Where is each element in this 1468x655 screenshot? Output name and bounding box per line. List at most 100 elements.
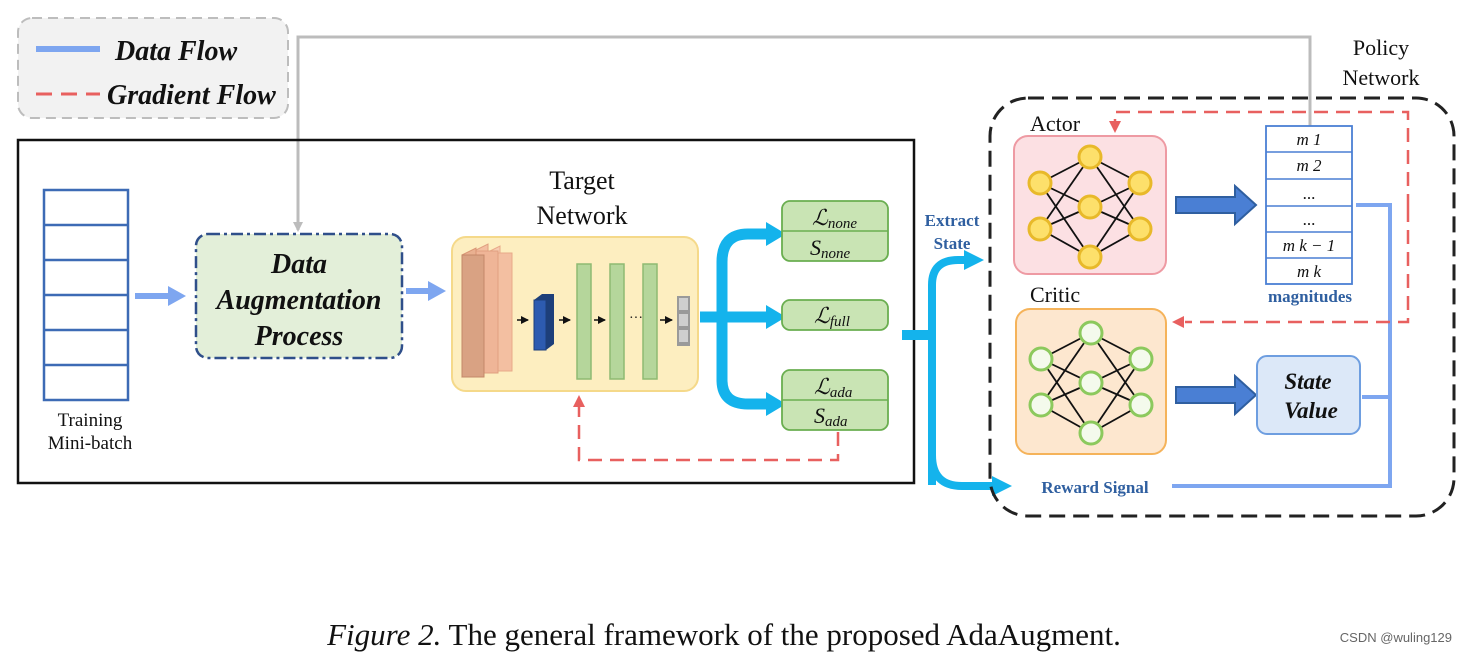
magnitude-cell-5: m k − 1 xyxy=(1283,236,1336,255)
loss-ada-box: ℒada Sada xyxy=(781,369,889,431)
output-layer xyxy=(677,296,690,346)
magnitude-cell-4: ... xyxy=(1303,210,1316,229)
actor-node xyxy=(1027,216,1053,242)
batch-to-aug-arrowhead xyxy=(168,286,186,306)
magnitude-cell-6: m k xyxy=(1297,262,1322,281)
loss-ada-subscript: ada xyxy=(830,385,853,401)
actor-label: Actor xyxy=(1030,111,1081,136)
actor-node xyxy=(1027,170,1053,196)
critic-node xyxy=(1078,320,1104,346)
policy-to-augmentation-line xyxy=(293,35,1312,232)
actor-edge xyxy=(1039,182,1091,258)
mini-batch-stack xyxy=(42,188,130,402)
state-none-symbol: S xyxy=(810,235,821,260)
loss-full-subscript: full xyxy=(830,314,850,330)
caption-label: Figure 2. xyxy=(326,617,441,652)
actor-edge xyxy=(1089,182,1141,258)
policy-network-title-line2: Network xyxy=(1343,65,1420,90)
legend: Data Flow Gradient Flow xyxy=(17,17,289,119)
magnitude-cell-1: m 1 xyxy=(1296,130,1321,149)
svg-text:ℒnone: ℒnone xyxy=(812,205,857,232)
svg-text:Sada: Sada xyxy=(814,403,848,430)
mini-batch-label-line1: Training xyxy=(58,410,123,431)
loss-ada-symbol: ℒ xyxy=(814,374,831,399)
augmentation-box xyxy=(194,232,404,360)
critic-node xyxy=(1128,392,1154,418)
mini-batch-label-line2: Mini-batch xyxy=(48,433,133,454)
actor-node xyxy=(1127,170,1153,196)
actor-node xyxy=(1127,216,1153,242)
critic-node xyxy=(1028,346,1054,372)
critic-edge xyxy=(1040,358,1092,434)
actor-edge xyxy=(1039,156,1091,230)
extract-state-connector xyxy=(902,250,1012,496)
target-network-title-line2: Network xyxy=(537,201,628,230)
gradient-to-critic-arrowhead xyxy=(1172,316,1184,328)
state-ada-subscript: ada xyxy=(825,414,848,430)
state-value-line2: Value xyxy=(1284,398,1338,423)
policy-network-box xyxy=(988,96,1456,518)
actor-to-magnitudes-arrow xyxy=(1175,183,1258,227)
actor-edge xyxy=(1089,156,1141,230)
fc-layer-3 xyxy=(642,263,658,380)
critic-label: Critic xyxy=(1030,282,1080,307)
state-value-line1: State xyxy=(1284,369,1331,394)
gradient-to-actor-line xyxy=(1109,110,1410,208)
critic-node xyxy=(1078,370,1104,396)
aug-to-network-arrowhead xyxy=(428,281,446,301)
pooling-block xyxy=(533,294,554,351)
svg-text:Snone: Snone xyxy=(810,235,851,262)
magnitude-cell-3: ... xyxy=(1303,184,1316,203)
critic-node xyxy=(1028,392,1054,418)
magnitudes-vector xyxy=(1265,125,1353,285)
loss-none-symbol: ℒ xyxy=(812,205,829,230)
critic-network-graph xyxy=(1028,320,1154,446)
target-network-box xyxy=(451,236,699,392)
loss-none-subscript: none xyxy=(828,216,858,232)
critic-edge xyxy=(1040,332,1092,406)
augmentation-line2: Augmentation xyxy=(215,285,382,316)
critic-node xyxy=(1078,420,1104,446)
loss-none-box: ℒnone Snone xyxy=(781,200,889,262)
layer-ellipsis: ··· xyxy=(629,311,643,326)
fc-layer-1 xyxy=(576,263,592,380)
fc-layer-2 xyxy=(609,263,625,380)
state-ada-symbol: S xyxy=(814,403,825,428)
svg-text:ℒfull: ℒfull xyxy=(814,303,850,330)
policy-network-title-line1: Policy xyxy=(1353,35,1409,60)
legend-box xyxy=(17,17,289,119)
extract-state-line2: State xyxy=(934,234,971,253)
conv-layers xyxy=(461,243,513,378)
magnitudes-label: magnitudes xyxy=(1268,287,1352,306)
gradient-flow-label: Gradient Flow xyxy=(107,80,276,111)
magnitudes-to-reward-line xyxy=(1172,203,1392,488)
loss-full-symbol: ℒ xyxy=(814,303,831,328)
target-network-title-line1: Target xyxy=(549,166,615,195)
critic-to-value-arrow xyxy=(1175,373,1258,417)
loss-branch-brace xyxy=(700,222,786,416)
gradient-to-network-line xyxy=(573,395,840,462)
extract-state-line1: Extract xyxy=(925,211,980,230)
state-none-subscript: none xyxy=(821,246,851,262)
critic-node xyxy=(1128,346,1154,372)
loss-full-box: ℒfull xyxy=(781,299,889,331)
augmentation-line3: Process xyxy=(254,321,344,352)
actor-node xyxy=(1077,194,1103,220)
data-flow-label: Data Flow xyxy=(114,36,237,67)
caption-text: The general framework of the proposed Ad… xyxy=(441,617,1121,652)
watermark: CSDN @wuling129 xyxy=(1340,630,1452,645)
reward-signal-label: Reward Signal xyxy=(1041,478,1148,497)
augmentation-line1: Data xyxy=(270,249,327,280)
actor-node xyxy=(1077,144,1103,170)
critic-edge xyxy=(1090,332,1142,406)
figure-caption: Figure 2. The general framework of the p… xyxy=(326,617,1121,652)
magnitude-cell-2: m 2 xyxy=(1296,156,1322,175)
actor-network-graph xyxy=(1027,144,1153,270)
critic-edge xyxy=(1090,358,1142,434)
state-value-box xyxy=(1256,355,1361,435)
svg-text:ℒada: ℒada xyxy=(814,374,852,401)
gradient-to-critic-line xyxy=(1185,208,1410,324)
training-framework-box xyxy=(16,138,916,485)
actor-node xyxy=(1077,244,1103,270)
